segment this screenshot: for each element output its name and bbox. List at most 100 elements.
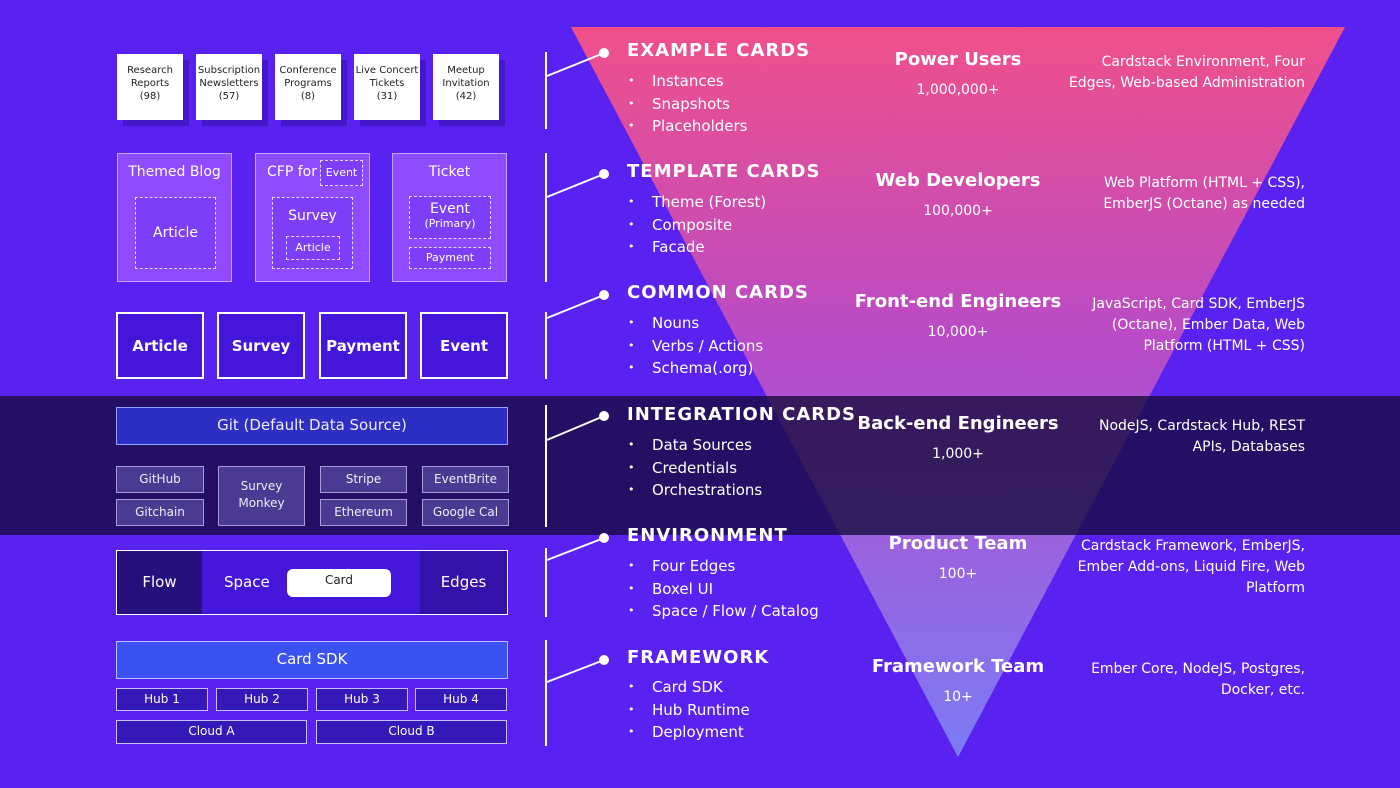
section-bullets: Card SDK Hub Runtime Deployment <box>628 676 750 744</box>
section-bracket <box>545 153 547 282</box>
environment-space[interactable]: Space Card <box>202 551 420 614</box>
skills-text: JavaScript, Card SDK, EmberJS (Octane), … <box>1092 296 1305 354</box>
inner-card-event-tag: Event <box>320 160 363 186</box>
skills-text: Cardstack Environment, Four Edges, Web-b… <box>1068 54 1305 91</box>
inner-card-article: Article <box>286 236 340 260</box>
card-count: (42) <box>455 91 477 102</box>
bullet-item: Schema(.org) <box>628 357 763 380</box>
section-bracket <box>545 548 547 617</box>
audience-count: 100,000+ <box>923 203 993 219</box>
audience-count: 1,000+ <box>932 446 984 462</box>
section-title: EXAMPLE CARDS <box>627 40 811 61</box>
environment-flow[interactable]: Flow <box>117 551 202 614</box>
bullet-item: Nouns <box>628 312 763 335</box>
bullet-item: Theme (Forest) <box>628 191 766 214</box>
bullet-item: Hub Runtime <box>628 699 750 722</box>
integration-ethereum[interactable]: Ethereum <box>320 499 407 526</box>
audience-title: Framework Team <box>871 656 1045 677</box>
hub[interactable]: Hub 3 <box>316 688 408 711</box>
skills-text: Web Platform (HTML + CSS), EmberJS (Octa… <box>1103 175 1305 212</box>
card-label: Conference Programs <box>279 65 337 89</box>
audience-count: 100+ <box>938 566 978 582</box>
section-bracket <box>545 405 547 527</box>
section-title: TEMPLATE CARDS <box>627 161 821 182</box>
audience-title: Power Users <box>894 49 1022 70</box>
card-label: Live Concert Tickets <box>355 65 419 89</box>
git-data-source[interactable]: Git (Default Data Source) <box>116 407 508 445</box>
example-card[interactable]: Subscription Newsletters (57) <box>196 54 262 120</box>
common-card[interactable]: Payment <box>319 312 407 379</box>
bullet-item: Verbs / Actions <box>628 335 763 358</box>
section-bracket <box>545 312 547 379</box>
hub[interactable]: Hub 1 <box>116 688 208 711</box>
section-title: FRAMEWORK <box>627 647 770 668</box>
integration-github[interactable]: GitHub <box>116 466 204 493</box>
audience-count: 10,000+ <box>927 324 989 340</box>
section-bracket <box>545 52 547 129</box>
template-card-themed-blog[interactable]: Themed Blog Article <box>117 153 232 282</box>
cloud[interactable]: Cloud B <box>316 720 507 744</box>
card-label: Meetup Invitation <box>442 65 490 89</box>
space-label: Space <box>224 573 270 591</box>
example-card[interactable]: Conference Programs (8) <box>275 54 341 120</box>
integration-eventbrite[interactable]: EventBrite <box>422 466 509 493</box>
skills-text: NodeJS, Cardstack Hub, REST APIs, Databa… <box>1098 418 1305 455</box>
card-sdk[interactable]: Card SDK <box>116 641 508 679</box>
bullet-item: Four Edges <box>628 555 819 578</box>
common-card[interactable]: Article <box>116 312 204 379</box>
section-bullets: Instances Snapshots Placeholders <box>628 70 747 138</box>
integration-stripe[interactable]: Stripe <box>320 466 407 493</box>
template-card-ticket[interactable]: Ticket Event (Primary) Payment <box>392 153 507 282</box>
example-card[interactable]: Live Concert Tickets (31) <box>354 54 420 120</box>
audience-title: Front-end Engineers <box>854 291 1062 312</box>
hub[interactable]: Hub 4 <box>415 688 507 711</box>
example-card[interactable]: Meetup Invitation (42) <box>433 54 499 120</box>
hub[interactable]: Hub 2 <box>216 688 308 711</box>
bullet-item: Instances <box>628 70 747 93</box>
inner-card-title: Event <box>429 201 471 217</box>
bullet-item: Snapshots <box>628 93 747 116</box>
cloud[interactable]: Cloud A <box>116 720 307 744</box>
skills-text: Ember Core, NodeJS, Postgres, Docker, et… <box>1091 661 1305 698</box>
bullet-item: Space / Flow / Catalog <box>628 600 819 623</box>
bullet-item: Deployment <box>628 721 750 744</box>
environment-panel: Flow Space Card Edges <box>116 550 508 615</box>
section-title: COMMON CARDS <box>627 282 809 303</box>
section-title: ENVIRONMENT <box>627 525 788 546</box>
inner-card-survey: Survey Article <box>272 197 353 269</box>
inner-card-article: Article <box>135 197 216 269</box>
inner-card-subtitle: (Primary) <box>424 217 476 230</box>
section-bullets: Data Sources Credentials Orchestrations <box>628 434 762 502</box>
integration-survey-monkey[interactable]: Survey Monkey <box>218 466 305 526</box>
card-label: Research Reports <box>127 65 173 89</box>
bullet-item: Facade <box>628 236 766 259</box>
skills-text: Cardstack Framework, EmberJS, Ember Add-… <box>1077 538 1305 596</box>
bullet-item: Credentials <box>628 457 762 480</box>
bullet-item: Placeholders <box>628 115 747 138</box>
card-label: Subscription Newsletters <box>197 65 261 89</box>
template-card-title: Ticket <box>428 164 471 180</box>
template-card-title: Themed Blog <box>128 164 221 180</box>
common-card[interactable]: Survey <box>217 312 305 379</box>
section-bullets: Four Edges Boxel UI Space / Flow / Catal… <box>628 555 819 623</box>
environment-card[interactable]: Card <box>287 569 391 597</box>
section-bullets: Nouns Verbs / Actions Schema(.org) <box>628 312 763 380</box>
audience-count: 10+ <box>943 689 973 705</box>
bullet-item: Boxel UI <box>628 578 819 601</box>
example-card[interactable]: Research Reports (98) <box>117 54 183 120</box>
audience-title: Back-end Engineers <box>857 413 1059 434</box>
integration-gitchain[interactable]: Gitchain <box>116 499 204 526</box>
card-count: (31) <box>376 91 398 102</box>
template-card-title: CFP for <box>267 164 317 180</box>
environment-edges[interactable]: Edges <box>420 551 507 614</box>
audience-count: 1,000,000+ <box>916 82 1000 98</box>
inner-card-event: Event (Primary) <box>409 196 491 239</box>
integration-google-cal[interactable]: Google Cal <box>422 499 509 526</box>
template-card-cfp[interactable]: CFP for Event Survey Article <box>255 153 370 282</box>
bullet-item: Data Sources <box>628 434 762 457</box>
inner-card-payment: Payment <box>409 247 491 269</box>
audience-title: Product Team <box>888 533 1028 554</box>
common-card[interactable]: Event <box>420 312 508 379</box>
card-count: (57) <box>218 91 240 102</box>
bullet-item: Card SDK <box>628 676 750 699</box>
